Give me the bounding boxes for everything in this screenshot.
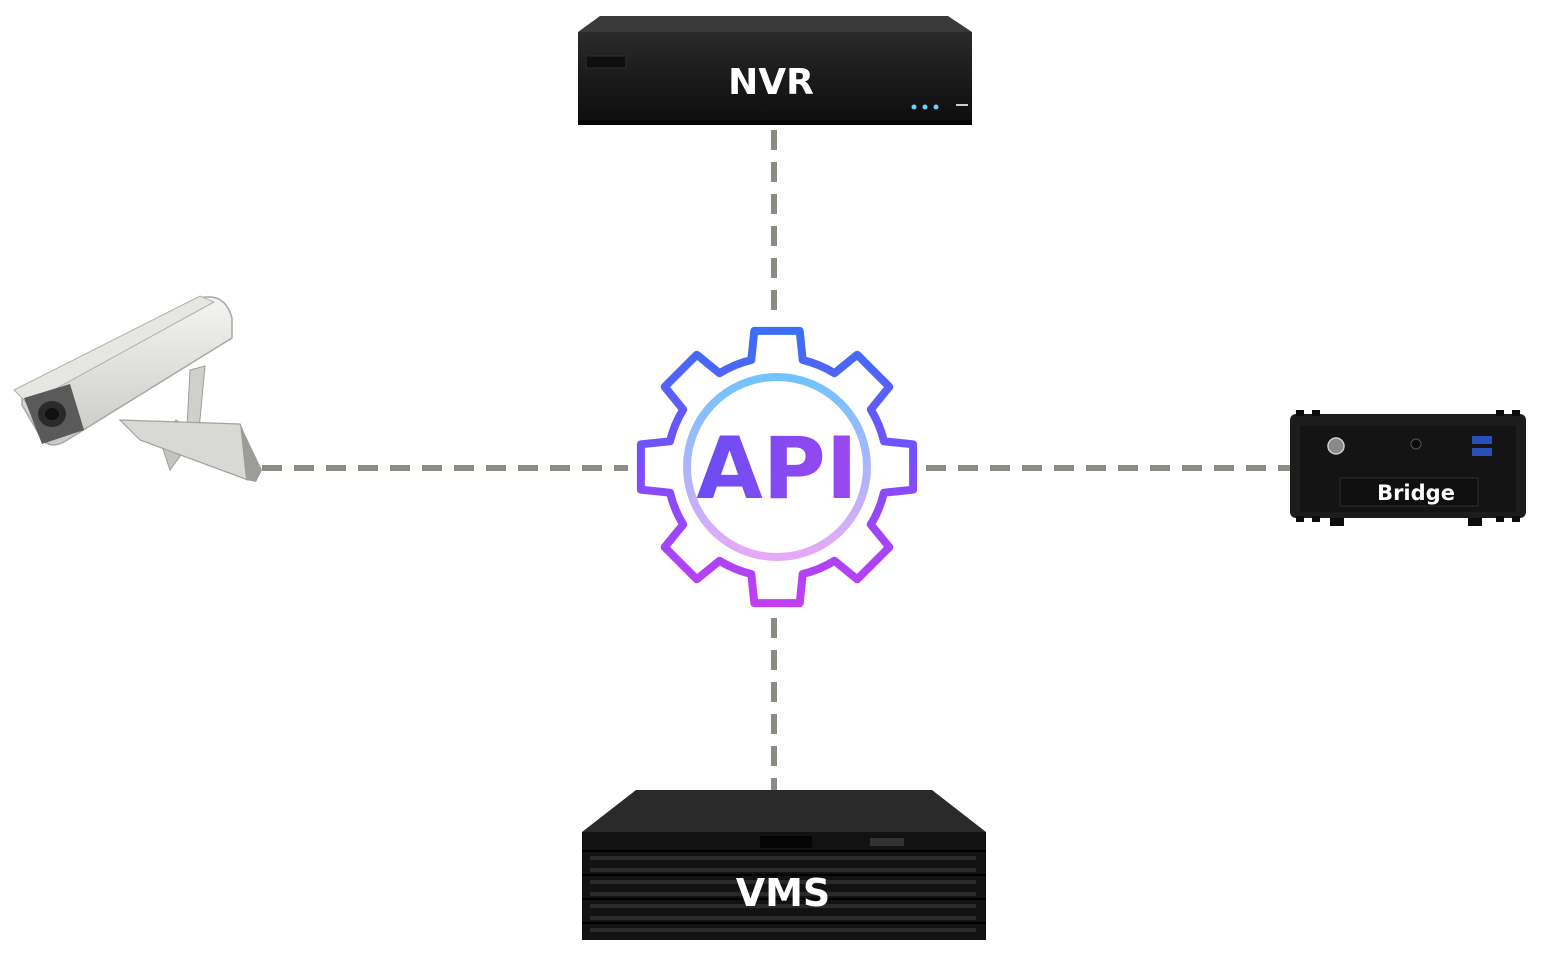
vms-label: VMS (736, 871, 831, 915)
bridge-label: Bridge (1377, 481, 1455, 505)
api-label: API (696, 419, 858, 519)
vms-server-icon: VMS (582, 790, 986, 940)
bridge-box-icon: Bridge (1290, 410, 1526, 526)
security-camera-icon (13, 295, 262, 482)
nvr-label: NVR (728, 62, 814, 103)
gear-icon: API (636, 326, 918, 608)
nvr-recorder-icon: NVR (578, 16, 972, 125)
